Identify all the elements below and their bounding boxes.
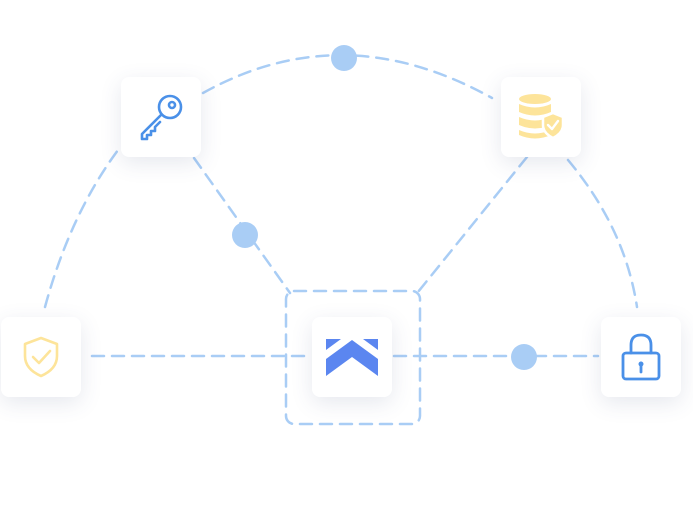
lock-card[interactable] [601,317,681,397]
arc-database-to-lock [566,158,639,309]
padlock-icon [621,333,661,381]
node-dot-top [331,45,357,71]
node-dot-left [232,222,258,248]
database-shield-icon [519,94,565,140]
key-icon [140,94,183,141]
hub-card[interactable] [312,317,392,397]
hub-focus-frame [284,289,422,426]
shield-card[interactable] [1,317,81,397]
node-dot-right [511,344,537,370]
line-database-to-hub [416,155,529,294]
arc-shield-to-key [43,148,120,309]
shield-check-icon [23,336,59,378]
chevrons-up-logo-icon [326,339,378,376]
database-card[interactable] [501,77,581,157]
key-card[interactable] [121,77,201,157]
